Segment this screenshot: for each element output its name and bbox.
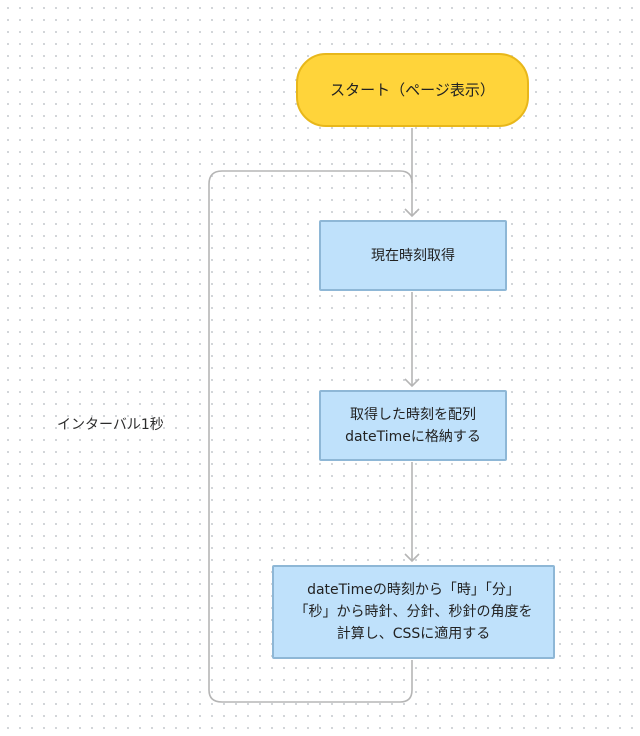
connector-loop-back [208,170,413,703]
start-label: スタート（ページ表示） [330,81,495,99]
arrowhead-step2 [404,378,420,388]
process-calc-hand-angles[interactable]: dateTimeの時刻から「時」「分」 「秒」から時針、分針、秒針の角度を 計算… [272,565,555,659]
step3-label-line3: 計算し、CSSに適用する [336,626,491,642]
step3-label-line1: dateTimeの時刻から「時」「分」 [307,582,520,598]
arrowhead-step3 [404,553,420,563]
step3-label-line2: 「秒」から時針、分針、秒針の角度を [294,604,533,620]
start-terminal[interactable]: スタート（ページ表示） [296,53,529,127]
loop-interval-label: インターバル1秒 [57,417,164,433]
process-store-time-array[interactable]: 取得した時刻を配列 dateTimeに格納する [319,390,507,461]
arrowhead-step1 [404,208,420,218]
step2-label-line1: 取得した時刻を配列 [350,406,476,423]
step1-label: 現在時刻取得 [371,247,455,264]
step2-label-line2: dateTimeに格納する [345,428,481,445]
process-get-current-time[interactable]: 現在時刻取得 [319,220,507,291]
